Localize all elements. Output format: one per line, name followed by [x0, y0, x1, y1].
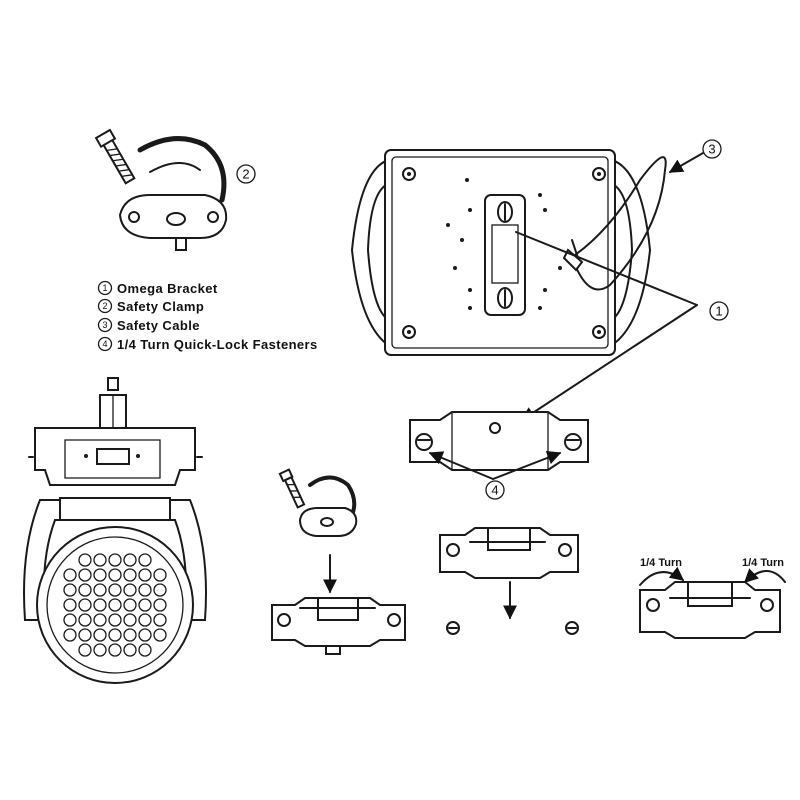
led-lens	[93, 598, 107, 612]
svg-text:3: 3	[102, 320, 107, 330]
led-lens	[153, 598, 167, 612]
led-lens	[63, 568, 77, 582]
led-lens	[78, 553, 92, 567]
led-lens	[123, 568, 137, 582]
led-lens	[123, 583, 137, 597]
led-lens	[63, 628, 77, 642]
omega-bracket-drawing	[409, 411, 589, 471]
fixture-bottom-view	[351, 149, 667, 356]
callout-3-cable: 3	[668, 139, 722, 173]
led-lens	[63, 583, 77, 597]
svg-text:2: 2	[242, 167, 249, 182]
led-lens	[123, 643, 137, 657]
led-lens	[153, 583, 167, 597]
svg-text:Omega Bracket: Omega Bracket	[117, 281, 218, 296]
led-lens	[93, 613, 107, 627]
svg-text:1: 1	[715, 304, 722, 319]
led-lens	[123, 613, 137, 627]
led-lens	[63, 598, 77, 612]
step-quarter-turn	[639, 566, 786, 639]
fixture-side-view	[23, 377, 207, 684]
led-lens	[108, 553, 122, 567]
legend: 1 Omega Bracket 2 Safety Clamp 3 Safety …	[97, 280, 318, 352]
led-lens	[108, 628, 122, 642]
legend-item: 4 1/4 Turn Quick-Lock Fasteners	[97, 336, 318, 352]
quarter-turn-label-right: 1/4 Turn	[742, 557, 784, 569]
led-lens	[153, 613, 167, 627]
led-lens	[123, 628, 137, 642]
led-lens	[108, 613, 122, 627]
led-lens	[108, 643, 122, 657]
svg-text:Safety Cable: Safety Cable	[117, 318, 200, 333]
callout-2-clamp: 2	[236, 164, 256, 184]
legend-item: 3 Safety Cable	[97, 317, 200, 333]
step-clamp-to-bracket	[271, 468, 406, 655]
legend-item: 1 Omega Bracket	[97, 280, 218, 296]
svg-text:2: 2	[102, 301, 107, 311]
safety-clamp-drawing	[94, 128, 228, 251]
led-lens	[63, 613, 77, 627]
led-lens	[78, 598, 92, 612]
led-lens	[153, 628, 167, 642]
svg-text:4: 4	[102, 339, 107, 349]
led-lens	[138, 613, 152, 627]
callout-4-fasteners: 4	[428, 451, 562, 500]
led-lens	[138, 643, 152, 657]
led-lens	[138, 628, 152, 642]
led-lens	[93, 553, 107, 567]
led-lens	[108, 598, 122, 612]
led-lens	[93, 643, 107, 657]
led-lens	[108, 583, 122, 597]
step-bracket-to-fasteners	[439, 527, 579, 635]
led-lens	[153, 568, 167, 582]
led-lens	[93, 628, 107, 642]
quarter-turn-label-left: 1/4 Turn	[640, 557, 682, 569]
led-lens	[108, 568, 122, 582]
led-lens	[138, 568, 152, 582]
led-lens-array	[63, 553, 167, 657]
legend-item: 2 Safety Clamp	[97, 298, 204, 314]
led-lens	[138, 553, 152, 567]
led-lens	[93, 583, 107, 597]
svg-text:1/4 Turn Quick-Lock Fasteners: 1/4 Turn Quick-Lock Fasteners	[117, 337, 318, 352]
led-lens	[93, 568, 107, 582]
led-lens	[123, 598, 137, 612]
led-lens	[78, 583, 92, 597]
led-lens	[123, 553, 137, 567]
svg-text:Safety Clamp: Safety Clamp	[117, 299, 204, 314]
svg-text:4: 4	[491, 483, 498, 498]
svg-text:1: 1	[102, 283, 107, 293]
led-lens	[78, 628, 92, 642]
led-lens	[138, 598, 152, 612]
svg-text:3: 3	[708, 142, 715, 157]
led-lens	[78, 613, 92, 627]
callout-1-bracket: 1	[515, 231, 729, 421]
led-lens	[78, 568, 92, 582]
led-lens	[138, 583, 152, 597]
led-lens	[78, 643, 92, 657]
